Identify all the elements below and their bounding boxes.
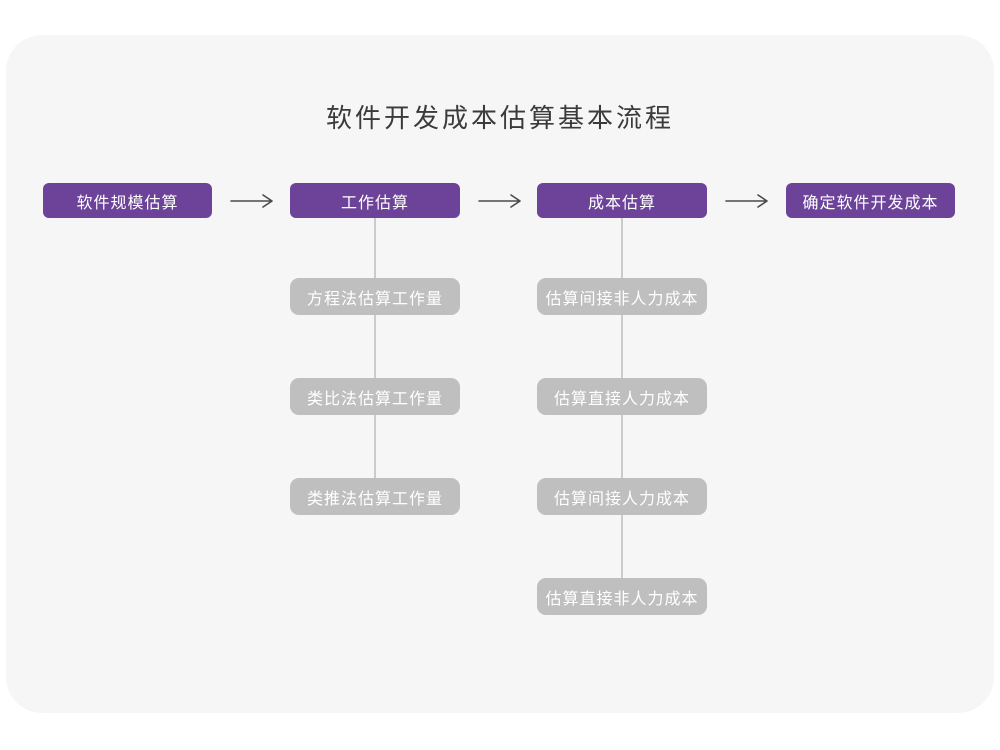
substep-analogy-method: 类比法估算工作量 bbox=[290, 378, 460, 415]
substep-indirect-labor-cost: 估算间接人力成本 bbox=[537, 478, 707, 515]
right-arrow-icon bbox=[725, 193, 769, 214]
substep-direct-nonlabor-cost: 估算直接非人力成本 bbox=[537, 578, 707, 615]
right-arrow-icon bbox=[478, 193, 522, 214]
substep-label: 估算直接人力成本 bbox=[553, 390, 690, 408]
substep-indirect-nonlabor-cost: 估算间接非人力成本 bbox=[537, 278, 707, 315]
stage-label: 软件规模估算 bbox=[76, 194, 179, 212]
stage-determine-dev-cost: 确定软件开发成本 bbox=[786, 183, 955, 218]
substep-label: 方程法估算工作量 bbox=[306, 290, 443, 308]
substep-extrapolation-method: 类推法估算工作量 bbox=[290, 478, 460, 515]
stage-software-scale-estimation: 软件规模估算 bbox=[43, 183, 212, 218]
stage-work-estimation: 工作估算 bbox=[290, 183, 460, 218]
diagram-title: 软件开发成本估算基本流程 bbox=[325, 103, 674, 133]
vertical-connector-work-estimation bbox=[374, 218, 376, 497]
substep-label: 估算间接非人力成本 bbox=[545, 290, 699, 308]
substep-label: 类推法估算工作量 bbox=[306, 490, 443, 508]
stage-label: 工作估算 bbox=[340, 194, 409, 212]
right-arrow-icon bbox=[230, 193, 274, 214]
substep-label: 估算间接人力成本 bbox=[553, 490, 690, 508]
stage-label: 成本估算 bbox=[587, 194, 656, 212]
stage-cost-estimation: 成本估算 bbox=[537, 183, 707, 218]
substep-equation-method: 方程法估算工作量 bbox=[290, 278, 460, 315]
stage-label: 确定软件开发成本 bbox=[802, 194, 939, 212]
substep-label: 类比法估算工作量 bbox=[306, 390, 443, 408]
substep-direct-labor-cost: 估算直接人力成本 bbox=[537, 378, 707, 415]
substep-label: 估算直接非人力成本 bbox=[545, 590, 699, 608]
diagram-card bbox=[6, 35, 994, 713]
